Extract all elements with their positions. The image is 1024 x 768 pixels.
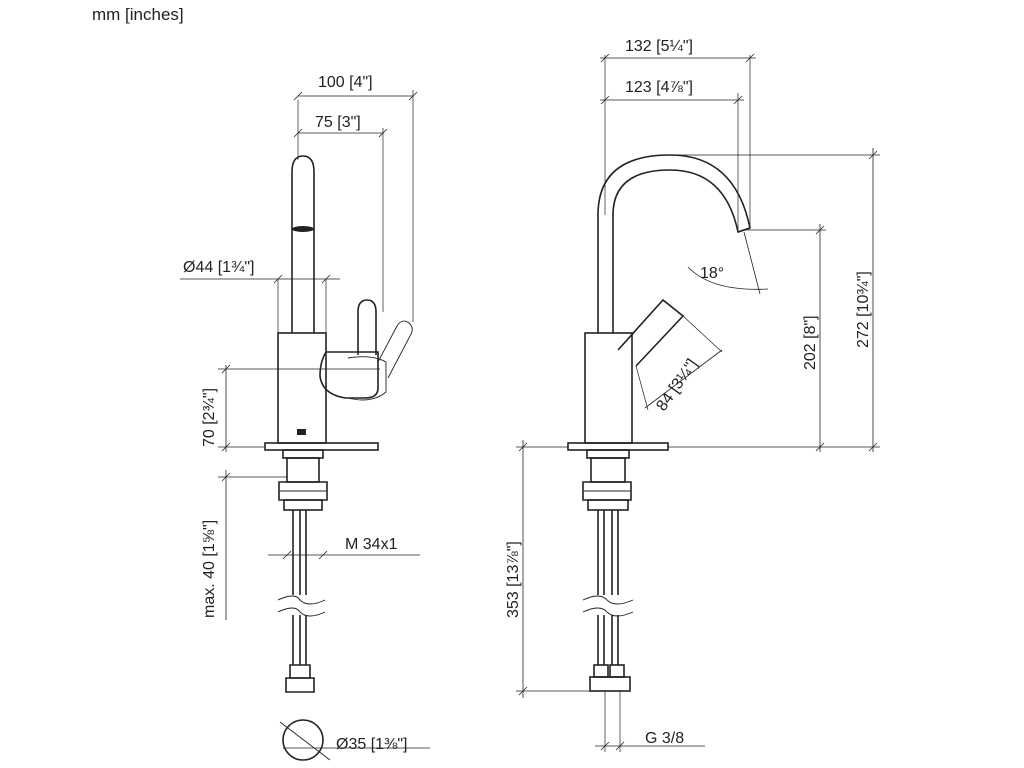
side-view: 100 [4"] 75 [3"] Ø44 [1¾"] 70 [2¾"] max.… (180, 74, 430, 761)
dim-123: 123 [4⅞"] (625, 79, 693, 96)
base-circle (282, 719, 324, 761)
body-marker (297, 429, 306, 435)
angle-arc (687, 266, 769, 290)
spout-column-left (291, 155, 315, 333)
dim-dia35: Ø35 [1⅜"] (336, 736, 408, 753)
aerator-mark (292, 226, 314, 232)
mount-ring-1 (282, 449, 324, 459)
deck-plate-left (264, 442, 379, 451)
mount-nut (278, 481, 328, 501)
faucet-body-right (584, 332, 633, 444)
dim-100: 100 [4"] (318, 74, 373, 91)
lever-front (617, 298, 685, 367)
lever-hub-left (319, 351, 379, 399)
mount-washer (283, 499, 323, 511)
dim-132: 132 [5¼"] (625, 38, 693, 55)
dim-g38: G 3/8 (645, 730, 684, 747)
break-line-1 (277, 595, 326, 605)
break-line-2 (277, 607, 326, 617)
units-label: mm [inches] (92, 5, 184, 24)
deck-plate-right (567, 442, 669, 451)
front-view: 132 [5¼"] 123 [4⅞"] 18° 84 [3¼"] 202 [8"… (505, 38, 880, 752)
dim-m34: M 34x1 (345, 536, 398, 553)
dim-353: 353 [13⅞"] (505, 541, 522, 618)
dim-75: 75 [3"] (315, 114, 361, 131)
faucet-body-left (277, 332, 327, 444)
lever-handle (357, 299, 377, 355)
angle-18: 18° (700, 265, 724, 282)
dim-70: 70 [2¾"] (201, 388, 218, 447)
hose-end-fittings (589, 676, 631, 692)
dim-84-line (644, 349, 723, 409)
mount-shank (286, 457, 320, 483)
dim-202: 202 [8"] (802, 315, 819, 370)
dim-272: 272 [10¾"] (855, 271, 872, 348)
dim-max40: max. 40 [1⅝"] (201, 520, 218, 618)
lever-handle-tilted (377, 320, 413, 379)
hose-end-fitting (289, 664, 311, 679)
spout-arc (597, 154, 751, 333)
mount-nut-right (582, 481, 632, 501)
lever-hub-outline (347, 356, 387, 401)
dim-dia44: Ø44 [1¾"] (183, 259, 255, 276)
dim-84: 84 [3¼"] (653, 356, 701, 414)
